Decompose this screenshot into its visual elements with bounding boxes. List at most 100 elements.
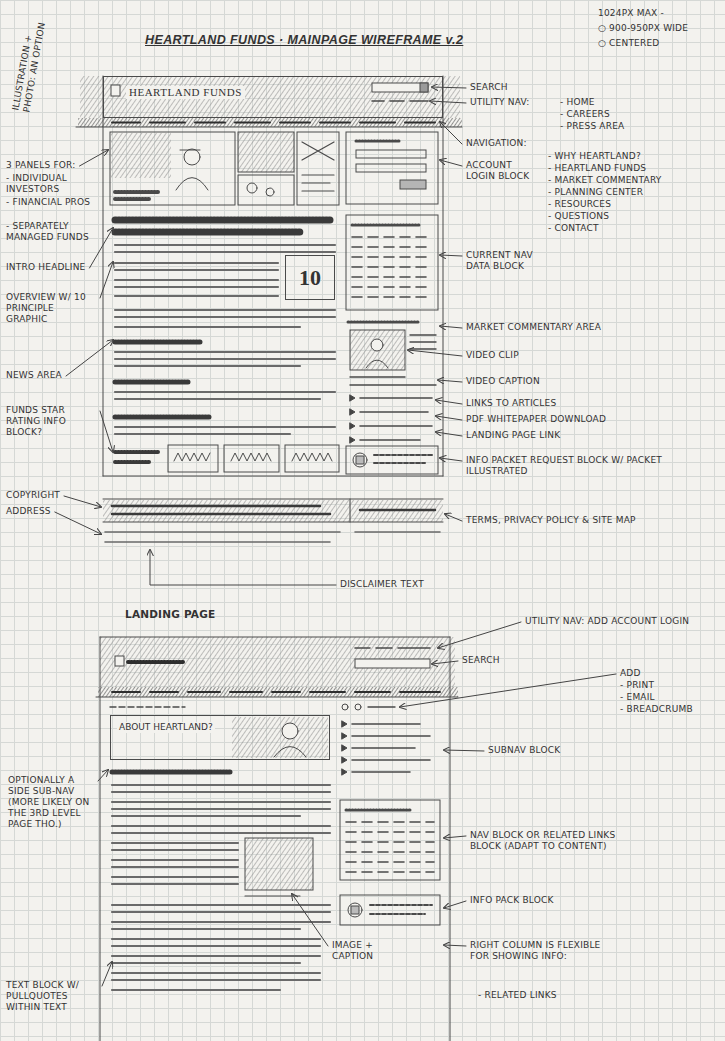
- annotation-note: ADD: [620, 668, 641, 679]
- annotation-note: MARKET COMMENTARY AREA: [466, 322, 601, 333]
- mainpage-sketch: [247, 183, 257, 193]
- annotation-note: INTRO HEADLINE: [6, 262, 86, 273]
- annotation-note: - WHY HEARTLAND?: [548, 151, 641, 162]
- mainpage-sketch: [374, 455, 432, 463]
- mainpage-sketch: [103, 500, 443, 522]
- block-text: 10: [299, 266, 321, 290]
- annotation-note: SEARCH: [462, 655, 500, 666]
- mainpage-sketch: [266, 188, 274, 196]
- sheet-title: HEARTLAND FUNDS · MAINPAGE WIREFRAME v.2: [145, 33, 463, 48]
- leader-line: [292, 894, 328, 946]
- leader-line: [444, 945, 466, 946]
- annotation-note: - HEARTLAND FUNDS: [548, 163, 646, 174]
- mainpage-sketch: [224, 445, 279, 472]
- mainpage-sketch: [174, 453, 210, 461]
- annotation-note: - BREADCRUMB: [620, 704, 693, 715]
- landing-page-sketch: [370, 905, 432, 914]
- leader-line: [98, 770, 108, 781]
- mainpage-sketch: [360, 398, 432, 440]
- mainpage-sketch: [350, 335, 436, 385]
- mainpage-sketch: [112, 122, 435, 124]
- leader-line: [400, 674, 616, 707]
- landing-page-sketch: [355, 704, 361, 710]
- mainpage-sketch: [400, 180, 426, 189]
- mainpage-sketch: [115, 452, 160, 462]
- annotation-note: LINKS TO ARTICLES: [466, 398, 556, 409]
- mainpage-sketch: [346, 446, 438, 474]
- leader-line: [66, 340, 113, 376]
- annotation-note: FUNDS STAR RATING INFO BLOCK?: [6, 405, 96, 438]
- mainpage-sketch: [168, 445, 218, 472]
- annotation-note: - PRINT: [620, 680, 654, 691]
- annotation-note: ACCOUNT LOGIN BLOCK: [466, 160, 538, 182]
- block-text: HEARTLAND FUNDS: [126, 86, 245, 99]
- mainpage-sketch: [352, 237, 432, 297]
- mainpage-sketch: [372, 83, 428, 92]
- landing-page-sketch: [100, 637, 455, 687]
- annotation-note: ○ CENTERED: [598, 38, 659, 49]
- section-heading: LANDING PAGE: [125, 608, 215, 621]
- annotation-note: LANDING PAGE LINK: [466, 430, 560, 441]
- landing-page-sketch: [274, 747, 306, 758]
- landing-page-sketch: [352, 724, 430, 772]
- header-band: HEARTLAND FUNDS: [103, 76, 443, 118]
- mainpage-sketch: [76, 76, 462, 542]
- landing-page-sketch: [112, 785, 330, 990]
- landing-page-sketch: [348, 903, 362, 917]
- mainpage-sketch: [348, 321, 420, 324]
- annotation-note: COPYRIGHT: [6, 490, 60, 501]
- mainpage-sketch: [115, 245, 335, 327]
- leader-line: [440, 326, 462, 328]
- annotation-note: NEWS AREA: [6, 370, 62, 381]
- mainpage-sketch: [346, 215, 438, 310]
- annotation-note: 1024PX MAX -: [598, 8, 664, 19]
- annotation-note: - MARKET COMMENTARY: [548, 175, 661, 186]
- mainpage-sketch: [105, 532, 440, 542]
- side-note: ILLUSTRATION + PHOTO: AN OPTION: [10, 11, 49, 113]
- leader-line: [64, 496, 101, 507]
- leader-line: [440, 255, 462, 256]
- mainpage-sketch: [111, 85, 120, 96]
- leader-line: [100, 411, 113, 452]
- mainpage-sketch: [76, 76, 462, 476]
- annotation-note: - RESOURCES: [548, 199, 611, 210]
- mainpage-sketch: [110, 132, 235, 205]
- landing-page-sketch: [342, 721, 347, 775]
- annotation-note: - FINANCIAL PROS: [6, 197, 90, 208]
- leader-line: [436, 432, 462, 436]
- annotation-note: - QUESTIONS: [548, 211, 609, 222]
- leader-line: [55, 512, 101, 534]
- leader-line: [408, 350, 462, 356]
- leader-line: [100, 262, 113, 298]
- intro-banner: ABOUT HEARTLAND?: [110, 715, 330, 760]
- annotation-note: INFO PACKET REQUEST BLOCK W/ PACKET ILLU…: [466, 455, 706, 477]
- annotation-note: - INDIVIDUAL INVESTORS: [6, 173, 96, 195]
- mainpage-sketch: [356, 150, 426, 158]
- mainpage-sketch: [238, 132, 294, 172]
- annotation-note: TERMS, PRIVACY POLICY & SITE MAP: [466, 515, 636, 526]
- landing-page-sketch: [110, 706, 185, 707]
- leader-line: [444, 901, 466, 908]
- landing-page-sketch: [112, 770, 230, 775]
- annotation-note: ADDRESS: [6, 506, 51, 517]
- mainpage-sketch: [238, 175, 294, 205]
- mainpage-sketch: [285, 445, 339, 472]
- mainpage-sketch: [78, 118, 462, 127]
- annotation-note: NAVIGATION:: [466, 138, 527, 149]
- annotation-note: VIDEO CLIP: [466, 350, 519, 361]
- annotation-note: - EMAIL: [620, 692, 655, 703]
- mainpage-sketch: [346, 132, 438, 204]
- principle-graphic: 10: [285, 255, 335, 300]
- annotation-note: NAV BLOCK OR RELATED LINKS BLOCK (ADAPT …: [470, 830, 640, 852]
- mainpage-sketch: [184, 149, 200, 165]
- annotation-note: UTILITY NAV: ADD ACCOUNT LOGIN: [525, 616, 689, 627]
- annotation-note: OPTIONALLY A SIDE SUB-NAV (MORE LIKELY O…: [8, 775, 94, 830]
- annotation-note: - CAREERS: [560, 109, 610, 120]
- landing-page-sketch: [232, 717, 328, 758]
- leader-line: [444, 750, 484, 751]
- leader-line: [444, 836, 466, 838]
- landing-page-sketch: [355, 647, 430, 649]
- annotation-note: INFO PACK BLOCK: [470, 895, 554, 906]
- annotation-note: TEXT BLOCK W/ PULLQUOTES WITHIN TEXT: [6, 980, 98, 1013]
- annotation-note: VIDEO CAPTION: [466, 376, 540, 387]
